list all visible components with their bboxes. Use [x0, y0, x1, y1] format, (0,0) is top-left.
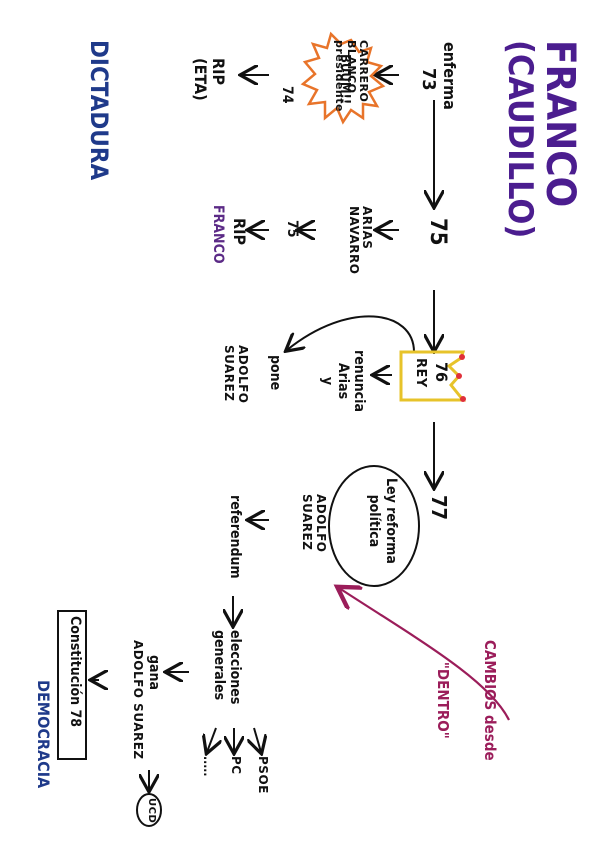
- node-elecciones: elecciones generales: [210, 630, 243, 705]
- node-adolfo-suarez-1: ADOLFO SUAREZ: [222, 345, 250, 404]
- node-referendum: referendum: [227, 495, 243, 579]
- arrow-elecciones-dots: [207, 727, 216, 752]
- node-renuncia-arias: renuncia Arias y: [318, 350, 367, 412]
- node-dots: .....: [201, 756, 215, 777]
- node-pc: PC: [229, 756, 243, 775]
- node-constitucion: Constitución 78: [67, 616, 83, 728]
- node-year-77: 77: [427, 495, 451, 521]
- crown-shape: [399, 350, 467, 402]
- node-pone: pone: [267, 355, 283, 391]
- node-year-75-b: 75: [284, 220, 300, 238]
- node-rip-eta: RIP (ETA): [190, 58, 228, 101]
- cambios-line1: CAMBIOS desde: [481, 640, 500, 761]
- node-rey: REY: [413, 358, 428, 388]
- main-title: FRANCO: [537, 40, 583, 208]
- dictadura-label: DICTADURA: [85, 40, 113, 181]
- node-gana: gana: [146, 655, 162, 690]
- node-rip-franco-name: FRANCO: [210, 205, 226, 264]
- crown-jewel: [459, 354, 465, 360]
- node-ucd: UCD: [146, 798, 157, 824]
- explosion-shape: [300, 31, 386, 125]
- node-rip-franco-rip: RIP: [230, 218, 249, 245]
- node-arias-navarro: ARIAS NAVARRO: [346, 206, 374, 275]
- crown-jewel: [456, 373, 462, 379]
- node-boom: BUUM!!: [337, 54, 352, 105]
- cambios-line2: "DENTRO": [434, 661, 453, 739]
- node-year-76: 76: [432, 362, 451, 383]
- cambios-desde-dentro-label: CAMBIOS desde "DENTRO": [403, 640, 529, 761]
- node-year-73: 73: [418, 68, 439, 91]
- node-adolfo-suarez-2: ADOLFO SUAREZ: [300, 494, 328, 553]
- arrow-rey-pone-curve: [287, 315, 415, 352]
- ley-reforma-oval: [328, 465, 420, 587]
- ucd-circle: [136, 793, 162, 827]
- node-year-74: 74: [279, 86, 295, 104]
- node-ley-reforma: Ley reforma política: [366, 478, 399, 564]
- node-adolfo-suarez-3: ADOLFO SUAREZ: [131, 640, 145, 760]
- main-subtitle: (CAUDILLO): [500, 40, 540, 239]
- arrow-elecciones-psoe: [254, 727, 261, 752]
- node-psoe: PSOE: [256, 756, 270, 794]
- democracia-label: DEMOCRACIA: [34, 680, 53, 789]
- node-year-75: 75: [425, 218, 450, 246]
- node-enferma: enferma: [440, 42, 459, 110]
- arrow-cambios-dentro: [339, 588, 510, 721]
- crown-jewel: [460, 396, 466, 402]
